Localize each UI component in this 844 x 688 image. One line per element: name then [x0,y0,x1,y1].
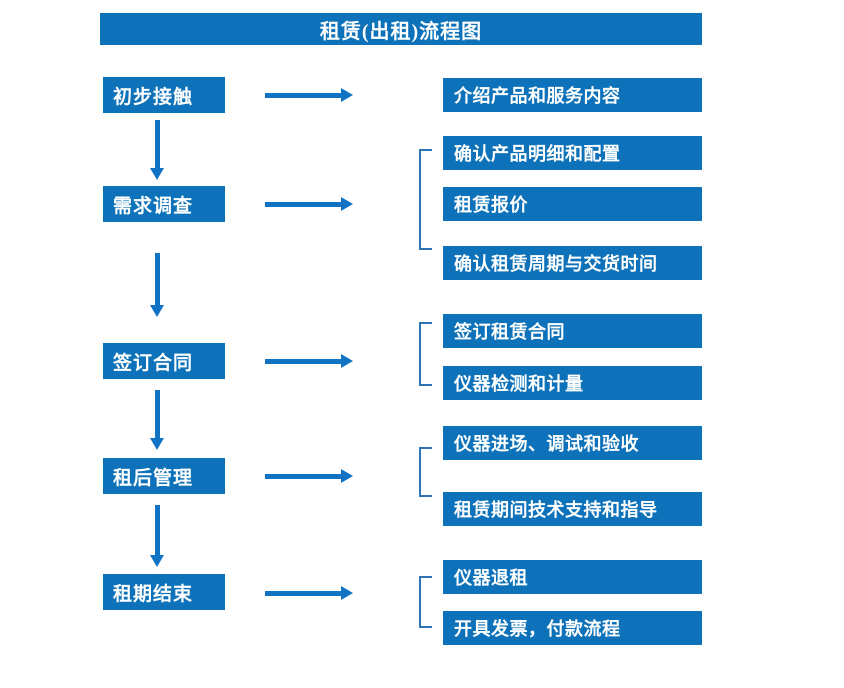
detail-box-confirm-rental-period: 确认租赁周期与交货时间 [443,246,702,280]
arrow-right-icon [265,586,353,600]
stage-box-post-rental-management: 租后管理 [103,458,225,494]
bracket-sign-contract-group [419,322,432,386]
arrow-right-icon [265,88,353,102]
stage-box-lease-end: 租期结束 [103,574,225,610]
detail-box-instrument-return: 仪器退租 [443,560,702,594]
arrow-right-icon [265,197,353,211]
flowchart-title: 租赁(出租)流程图 [100,13,702,45]
detail-box-sign-rental-contract: 签订租赁合同 [443,314,702,348]
bracket-lease-end-group [419,576,432,628]
arrow-down-icon [150,253,164,317]
stage-box-initial-contact: 初步接触 [103,77,225,113]
arrow-down-icon [150,120,164,180]
detail-box-instrument-setup: 仪器进场、调试和验收 [443,426,702,460]
stage-box-demand-survey: 需求调查 [103,186,225,222]
detail-box-rental-quote: 租赁报价 [443,187,702,221]
detail-box-introduce-products: 介绍产品和服务内容 [443,78,702,112]
detail-box-confirm-product-config: 确认产品明细和配置 [443,136,702,170]
detail-box-rental-tech-support: 租赁期间技术支持和指导 [443,492,702,526]
detail-box-invoice-payment: 开具发票，付款流程 [443,611,702,645]
bracket-demand-survey-group [419,149,432,250]
arrow-down-icon [150,505,164,567]
arrow-down-icon [150,390,164,450]
arrow-right-icon [265,469,353,483]
stage-box-sign-contract: 签订合同 [103,343,225,379]
bracket-post-rental-group [419,447,432,497]
arrow-right-icon [265,354,353,368]
detail-box-instrument-testing: 仪器检测和计量 [443,366,702,400]
